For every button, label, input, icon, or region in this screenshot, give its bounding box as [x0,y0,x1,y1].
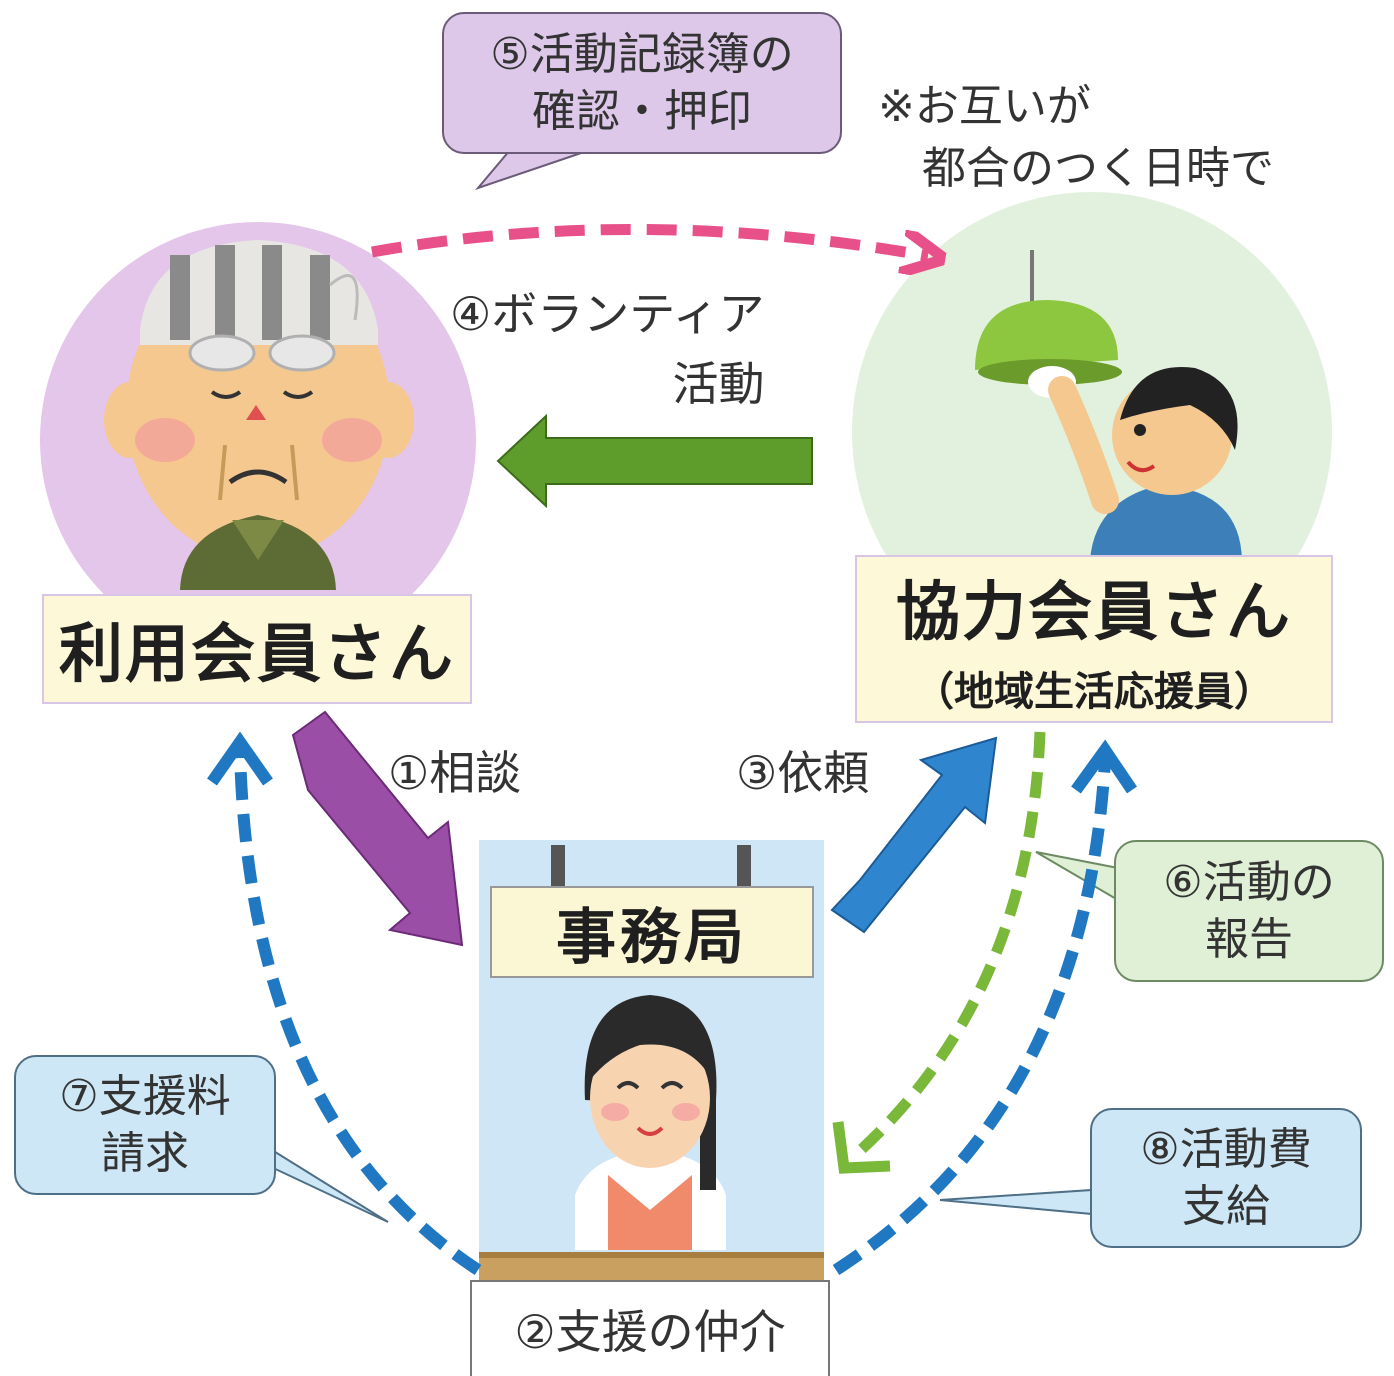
user-member-label-text: 利用会員さん [59,618,455,692]
timing-note-line-2: 都合のつく日時で [922,143,1274,195]
cooperating-member-illustration [852,192,1332,672]
volunteer-activity-line-1: ④ボランティア [450,287,765,341]
fee-billing-dashed-arrow [234,751,482,1276]
schedule-dashed-arrow [371,224,928,256]
request-label: ③依頼 [736,746,870,800]
record-check-line-1: ⑤活動記録簿の [490,28,794,80]
expense-payment-line-1: ⑧活動費 [1140,1123,1312,1175]
fee-billing-line-1: ⑦支援料 [59,1070,231,1122]
activity-report-dashed-arrow [848,731,1046,1163]
fee-billing-bubble: ⑦支援料 請求 [14,1055,276,1195]
cooperating-member-label: 協力会員さん （地域生活応援員） [855,555,1333,723]
timing-note: ※お互いが 都合のつく日時で [878,76,1274,201]
cooperating-member-label-text: 協力会員さん [896,576,1292,650]
user-member-label: 利用会員さん [42,594,472,704]
volunteer-activity-arrow [496,413,813,509]
cooperating-member-sublabel: （地域生活応援員） [914,669,1274,715]
request-arrow [830,736,998,934]
activity-report-bubble: ⑥活動の 報告 [1114,840,1384,982]
volunteer-activity-line-2: 活動 [672,356,765,411]
office-label-text: 事務局 [556,902,748,973]
office-caption: ②支援の仲介 [470,1280,830,1376]
consultation-label: ①相談 [388,746,522,800]
fee-billing-line-2: 請求 [101,1128,189,1179]
activity-report-bubble-tail [1035,851,1119,902]
timing-note-line-1: ※お互いが [878,81,1091,132]
record-check-line-2: 確認・押印 [532,86,752,137]
expense-payment-bubble-tail [939,1188,1093,1216]
activity-report-line-1: ⑥活動の [1163,856,1335,908]
fee-billing-arrowhead [207,731,273,786]
user-member-illustration [40,222,476,658]
record-check-bubble: ⑤活動記録簿の 確認・押印 [442,12,842,154]
office-label: 事務局 [490,886,814,978]
expense-payment-arrowhead [1071,739,1137,794]
activity-report-arrowhead [832,1121,891,1174]
record-check-bubble-tail [474,149,591,191]
expense-payment-dashed-arrow [832,759,1111,1276]
consultation-arrow [291,710,464,947]
volunteer-activity-label: ④ボランティア 活動 [450,285,764,415]
expense-payment-line-2: 支給 [1182,1181,1270,1232]
activity-report-line-2: 報告 [1205,914,1293,965]
expense-payment-bubble: ⑧活動費 支給 [1090,1108,1362,1248]
office-caption-text: ②支援の仲介 [514,1305,786,1359]
